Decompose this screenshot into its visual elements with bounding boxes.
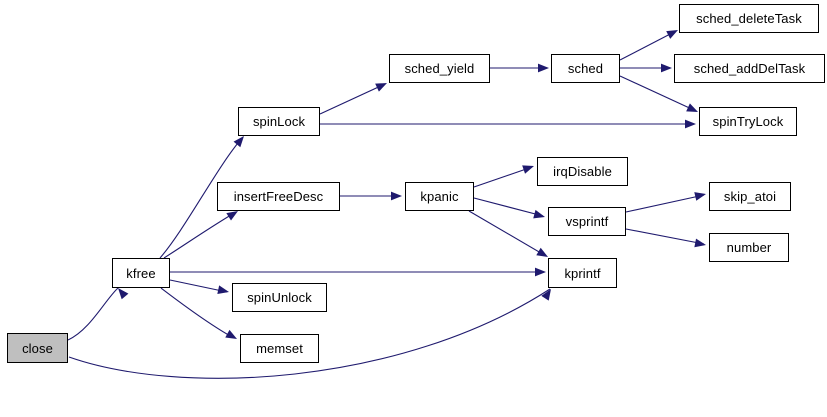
- node-label: sched_addDelTask: [693, 61, 806, 76]
- node-number[interactable]: number: [709, 233, 789, 262]
- node-vsprintf[interactable]: vsprintf: [548, 207, 626, 236]
- node-label: insertFreeDesc: [233, 189, 324, 204]
- node-kpanic[interactable]: kpanic: [405, 182, 474, 211]
- node-sched_deleteTask[interactable]: sched_deleteTask: [679, 4, 819, 33]
- node-spinUnlock[interactable]: spinUnlock: [232, 283, 327, 312]
- node-label: kfree: [126, 265, 156, 281]
- node-spinTryLock[interactable]: spinTryLock: [699, 107, 797, 136]
- node-label: sched_deleteTask: [696, 11, 802, 26]
- node-label: kprintf: [564, 265, 601, 281]
- node-label: sched: [567, 61, 604, 76]
- node-label: spinTryLock: [712, 114, 784, 129]
- node-sched_addDelTask[interactable]: sched_addDelTask: [674, 54, 825, 83]
- node-kfree[interactable]: kfree: [112, 258, 170, 288]
- node-label: memset: [256, 341, 303, 356]
- node-skip_atoi[interactable]: skip_atoi: [709, 182, 791, 211]
- node-label: irqDisable: [553, 164, 612, 179]
- node-label: skip_atoi: [723, 189, 777, 204]
- node-irqDisable[interactable]: irqDisable: [537, 157, 628, 186]
- node-label: spinUnlock: [247, 290, 312, 305]
- node-label: vsprintf: [565, 214, 609, 229]
- node-close[interactable]: close: [7, 333, 68, 363]
- node-label: kpanic: [420, 189, 459, 204]
- node-label: spinLock: [252, 114, 306, 129]
- node-sched_yield[interactable]: sched_yield: [389, 54, 490, 83]
- node-label: number: [726, 240, 772, 255]
- node-sched[interactable]: sched: [551, 54, 620, 83]
- node-memset[interactable]: memset: [240, 334, 319, 363]
- node-label: close: [22, 340, 53, 356]
- node-label: sched_yield: [404, 61, 475, 76]
- node-insertFreeDesc[interactable]: insertFreeDesc: [217, 182, 340, 211]
- node-kprintf[interactable]: kprintf: [548, 258, 617, 288]
- node-spinLock[interactable]: spinLock: [238, 107, 320, 136]
